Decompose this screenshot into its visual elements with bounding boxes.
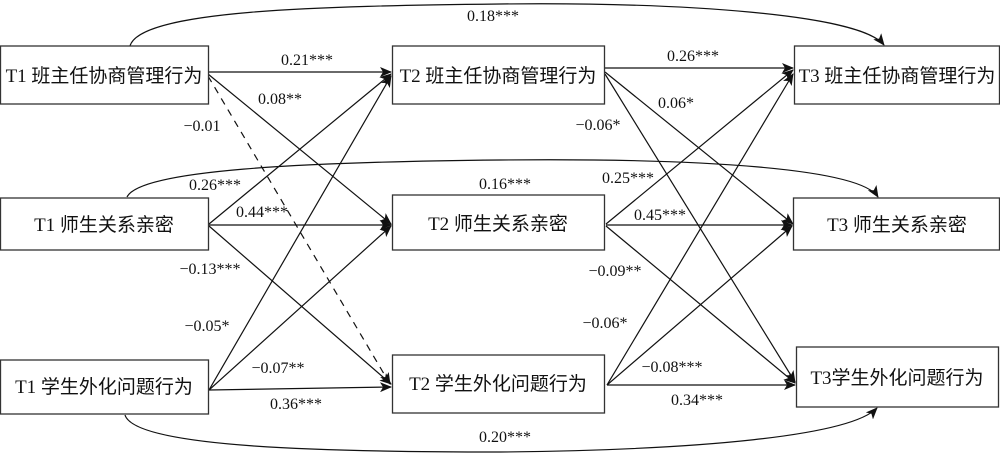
node-t3-mgmt: T3 班主任协商管理行为 bbox=[793, 45, 1000, 105]
coef-p15: −0.09** bbox=[588, 263, 641, 280]
coef-p14: 0.45*** bbox=[634, 207, 686, 224]
arrow-p16 bbox=[606, 73, 794, 386]
node-label: T3 师生关系亲密 bbox=[827, 214, 967, 236]
node-t1-rel: T1 师生关系亲密 bbox=[0, 197, 210, 251]
coef-p9: 0.36*** bbox=[270, 396, 322, 413]
node-t3-ext: T3学生外化问题行为 bbox=[795, 346, 1000, 408]
curve-t1-mgmt-to-t3-mgmt bbox=[129, 3, 885, 47]
coef-p16: −0.06* bbox=[582, 315, 627, 332]
node-t2-mgmt: T2 班主任协商管理行为 bbox=[391, 45, 606, 105]
coef-p12: −0.06* bbox=[575, 117, 620, 134]
coef-p3: −0.01 bbox=[183, 118, 220, 135]
node-label: T2 班主任协商管理行为 bbox=[400, 65, 597, 87]
node-t1-mgmt: T1 班主任协商管理行为 bbox=[0, 45, 210, 105]
arrow-p9 bbox=[208, 382, 392, 393]
coef-p17: −0.08*** bbox=[641, 359, 702, 376]
node-label: T1 师生关系亲密 bbox=[34, 214, 174, 236]
coef-c1: 0.18*** bbox=[467, 8, 519, 25]
node-t3-rel: T3 师生关系亲密 bbox=[792, 197, 1000, 251]
arrow-p8 bbox=[208, 225, 392, 391]
arrow-p6 bbox=[208, 225, 392, 385]
coef-p1: 0.21*** bbox=[281, 52, 333, 69]
node-t1-ext: T1 学生外化问题行为 bbox=[0, 359, 210, 415]
arrow-p12 bbox=[604, 73, 796, 383]
coef-p4: 0.26*** bbox=[189, 177, 241, 194]
arrow-p4 bbox=[208, 73, 392, 225]
coef-p7: −0.05* bbox=[184, 318, 229, 335]
coef-c3: 0.20*** bbox=[479, 429, 531, 446]
coef-c2: 0.16*** bbox=[479, 176, 531, 193]
arrow-p7 bbox=[208, 75, 392, 391]
coef-p11: 0.06* bbox=[658, 95, 694, 112]
node-label: T2 师生关系亲密 bbox=[428, 213, 568, 235]
curve-t1-rel-to-t3-rel bbox=[126, 159, 879, 198]
coef-p6: −0.13*** bbox=[179, 261, 240, 278]
node-label: T1 班主任协商管理行为 bbox=[6, 65, 203, 87]
node-t2-rel: T2 师生关系亲密 bbox=[391, 194, 606, 251]
coef-p8: −0.07** bbox=[251, 360, 304, 377]
node-label: T1 学生外化问题行为 bbox=[15, 376, 193, 398]
coef-p18: 0.34*** bbox=[671, 392, 723, 409]
coef-p5: 0.44*** bbox=[236, 204, 288, 221]
arrow-p13 bbox=[605, 69, 794, 225]
node-label: T3学生外化问题行为 bbox=[810, 367, 983, 389]
coef-p13: 0.25*** bbox=[602, 170, 654, 187]
coef-p2: 0.08** bbox=[258, 91, 302, 108]
curve-t1-ext-to-t3-ext bbox=[124, 407, 878, 453]
node-t2-ext: T2 学生外化问题行为 bbox=[391, 354, 606, 414]
coef-p10: 0.26*** bbox=[667, 48, 719, 65]
arrow-p17 bbox=[606, 225, 793, 386]
node-label: T2 学生外化问题行为 bbox=[409, 373, 587, 395]
node-label: T3 班主任协商管理行为 bbox=[799, 65, 996, 87]
arrow-p3 bbox=[207, 75, 391, 385]
